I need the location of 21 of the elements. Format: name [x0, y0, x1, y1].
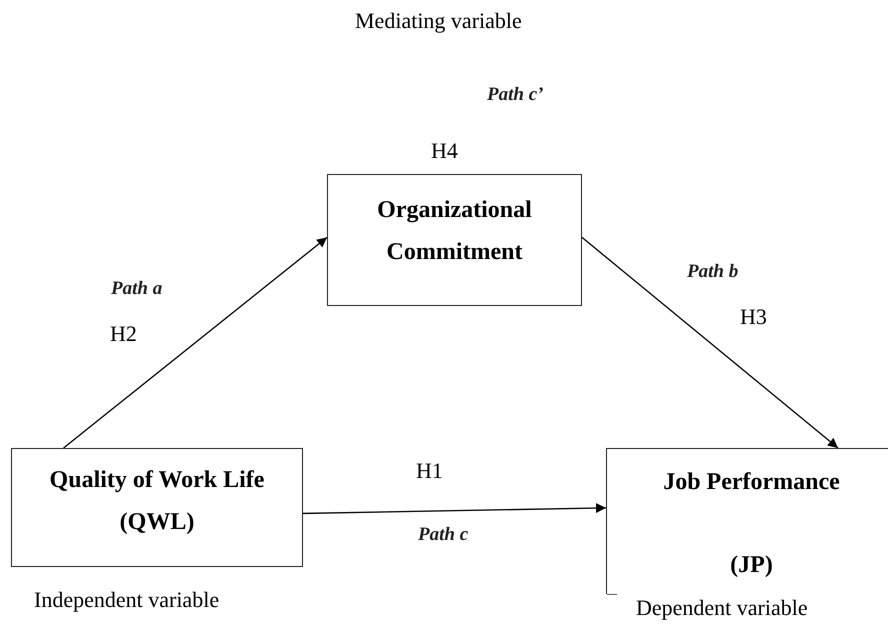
variable-role-label: Independent variable — [34, 587, 220, 613]
hypothesis-label: H4 — [431, 138, 458, 164]
arrow — [63, 236, 328, 448]
variable-name: Organizational Commitment — [376, 196, 533, 267]
arrow — [302, 503, 606, 514]
hypothesis-label: H2 — [110, 321, 137, 347]
hypothesis-label: Mediating variable — [355, 8, 522, 34]
arrow — [582, 236, 838, 448]
path-label: Path c’ — [487, 84, 544, 106]
variable-name: (JP) — [730, 551, 773, 580]
variable-box — [327, 174, 582, 306]
variable-name: Quality of Work Life (QWL) — [48, 466, 266, 537]
hypothesis-label: H1 — [416, 458, 443, 484]
variable-box — [606, 448, 888, 594]
variable-name: Job Performance — [663, 468, 840, 497]
path-label: Path b — [687, 261, 738, 283]
variable-box — [11, 448, 303, 567]
path-label: Path a — [111, 278, 162, 300]
hypothesis-label: H3 — [740, 304, 767, 330]
path-label: Path c — [418, 524, 468, 546]
variable-role-label: Dependent variable — [636, 595, 808, 621]
